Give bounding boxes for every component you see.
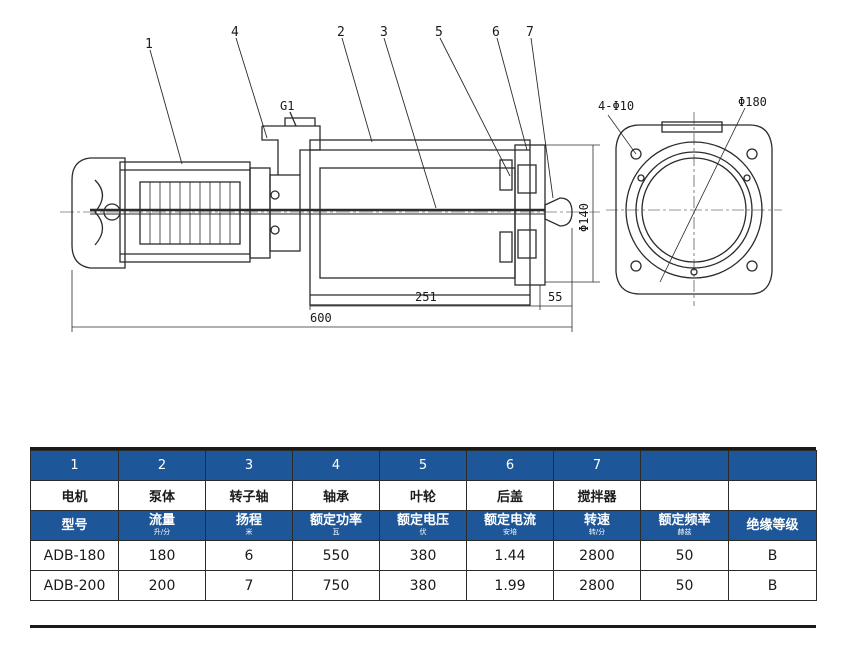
speed-cell: 2800 bbox=[553, 570, 641, 601]
part-name-cell: 搅拌器 bbox=[553, 480, 641, 511]
header-cell: 流量升/分 bbox=[118, 510, 206, 541]
part-index-cell: 6 bbox=[466, 450, 554, 481]
part-number-label: 4 bbox=[231, 25, 239, 40]
current-cell: 1.99 bbox=[466, 570, 554, 601]
speed-cell: 2800 bbox=[553, 540, 641, 571]
flange-diameter-label: Φ180 bbox=[738, 95, 767, 109]
part-name-cell: 电机 bbox=[30, 480, 119, 511]
bolt-holes-label: 4-Φ10 bbox=[598, 99, 634, 113]
part-name-cell: 后盖 bbox=[466, 480, 554, 511]
header-label: 转速 bbox=[583, 513, 610, 528]
dimension-overall-length: 600 bbox=[310, 311, 332, 325]
header-cell: 转速转/分 bbox=[553, 510, 641, 541]
power-cell: 550 bbox=[292, 540, 380, 571]
header-unit: 米 bbox=[245, 528, 253, 536]
table-top-rule bbox=[30, 447, 816, 450]
part-name-cell: 泵体 bbox=[118, 480, 206, 511]
part-name-cell bbox=[728, 480, 817, 511]
header-cell: 绝缘等级 bbox=[728, 510, 817, 541]
header-label: 额定频率 bbox=[658, 513, 711, 528]
part-index-cell: 7 bbox=[553, 450, 641, 481]
current-cell: 1.44 bbox=[466, 540, 554, 571]
header-cell: 型号 bbox=[30, 510, 119, 541]
part-number-label: 1 bbox=[145, 37, 153, 52]
part-number-label: 2 bbox=[337, 25, 345, 40]
flow-cell: 200 bbox=[118, 570, 206, 601]
table-bottom-rule bbox=[30, 625, 816, 628]
header-cell: 额定电压伏 bbox=[379, 510, 467, 541]
spec-table: 1 2 3 4 5 6 7 电机 泵体 转子轴 轴承 叶轮 后盖 搅拌器 型号 … bbox=[30, 450, 817, 601]
header-label: 型号 bbox=[61, 517, 88, 533]
voltage-cell: 380 bbox=[379, 540, 467, 571]
header-unit: 伏 bbox=[419, 528, 427, 536]
header-unit: 赫兹 bbox=[677, 528, 692, 536]
part-name-cell: 叶轮 bbox=[379, 480, 467, 511]
dimension-cap-length: 55 bbox=[548, 290, 562, 304]
part-index-cell: 2 bbox=[118, 450, 206, 481]
header-cell: 额定频率赫兹 bbox=[640, 510, 729, 541]
shaft bbox=[60, 208, 600, 215]
power-cell: 750 bbox=[292, 570, 380, 601]
insulation-cell: B bbox=[728, 570, 817, 601]
dimension-diameter: Φ140 bbox=[577, 203, 591, 232]
flow-cell: 180 bbox=[118, 540, 206, 571]
part-index-row: 1 2 3 4 5 6 7 bbox=[30, 450, 817, 481]
part-index-cell: 3 bbox=[205, 450, 293, 481]
end-view-leaders bbox=[607, 107, 746, 283]
head-cell: 7 bbox=[205, 570, 293, 601]
part-number-label: 3 bbox=[380, 25, 388, 40]
header-unit: 升/分 bbox=[153, 528, 171, 536]
part-number-label: 7 bbox=[526, 25, 534, 40]
leader-lines bbox=[149, 37, 554, 209]
model-cell: ADB-180 bbox=[30, 540, 119, 571]
pump-technical-drawing: 1 4 2 3 5 6 7 G1 600 251 55 Φ140 4-Φ10 Φ… bbox=[60, 25, 782, 332]
header-cell: 额定功率瓦 bbox=[292, 510, 380, 541]
table-row: ADB-180 180 6 550 380 1.44 2800 50 B bbox=[30, 540, 817, 571]
part-name-cell bbox=[640, 480, 729, 511]
header-unit: 瓦 bbox=[332, 528, 340, 536]
dimension-lines bbox=[71, 144, 600, 332]
frequency-cell: 50 bbox=[640, 540, 729, 571]
part-number-label: 6 bbox=[492, 25, 500, 40]
part-index-cell: 4 bbox=[292, 450, 380, 481]
header-unit: 安培 bbox=[503, 528, 517, 536]
part-index-cell: 1 bbox=[30, 450, 119, 481]
part-name-cell: 轴承 bbox=[292, 480, 380, 511]
header-cell: 扬程米 bbox=[205, 510, 293, 541]
header-cell: 额定电流安培 bbox=[466, 510, 554, 541]
end-view-centerlines bbox=[606, 112, 782, 306]
spec-header-row: 型号 流量升/分 扬程米 额定功率瓦 额定电压伏 额定电流安培 转速转/分 额定… bbox=[30, 510, 817, 541]
part-index-cell bbox=[640, 450, 729, 481]
header-unit: 转/分 bbox=[588, 528, 606, 536]
dimension-body-length: 251 bbox=[415, 290, 437, 304]
part-index-cell bbox=[728, 450, 817, 481]
part-index-cell: 5 bbox=[379, 450, 467, 481]
part-name-cell: 转子轴 bbox=[205, 480, 293, 511]
voltage-cell: 380 bbox=[379, 570, 467, 601]
model-cell: ADB-200 bbox=[30, 570, 119, 601]
part-names-row: 电机 泵体 转子轴 轴承 叶轮 后盖 搅拌器 bbox=[30, 480, 817, 511]
header-label: 额定电流 bbox=[483, 513, 536, 528]
part-number-label: 5 bbox=[435, 25, 443, 40]
header-label: 额定功率 bbox=[309, 513, 362, 528]
table-row: ADB-200 200 7 750 380 1.99 2800 50 B bbox=[30, 570, 817, 601]
side-view bbox=[71, 111, 573, 306]
header-label: 绝缘等级 bbox=[746, 517, 799, 533]
head-cell: 6 bbox=[205, 540, 293, 571]
header-label: 扬程 bbox=[235, 513, 262, 528]
insulation-cell: B bbox=[728, 540, 817, 571]
header-label: 流量 bbox=[148, 513, 175, 528]
frequency-cell: 50 bbox=[640, 570, 729, 601]
header-label: 额定电压 bbox=[396, 513, 449, 528]
thread-label: G1 bbox=[280, 99, 294, 113]
